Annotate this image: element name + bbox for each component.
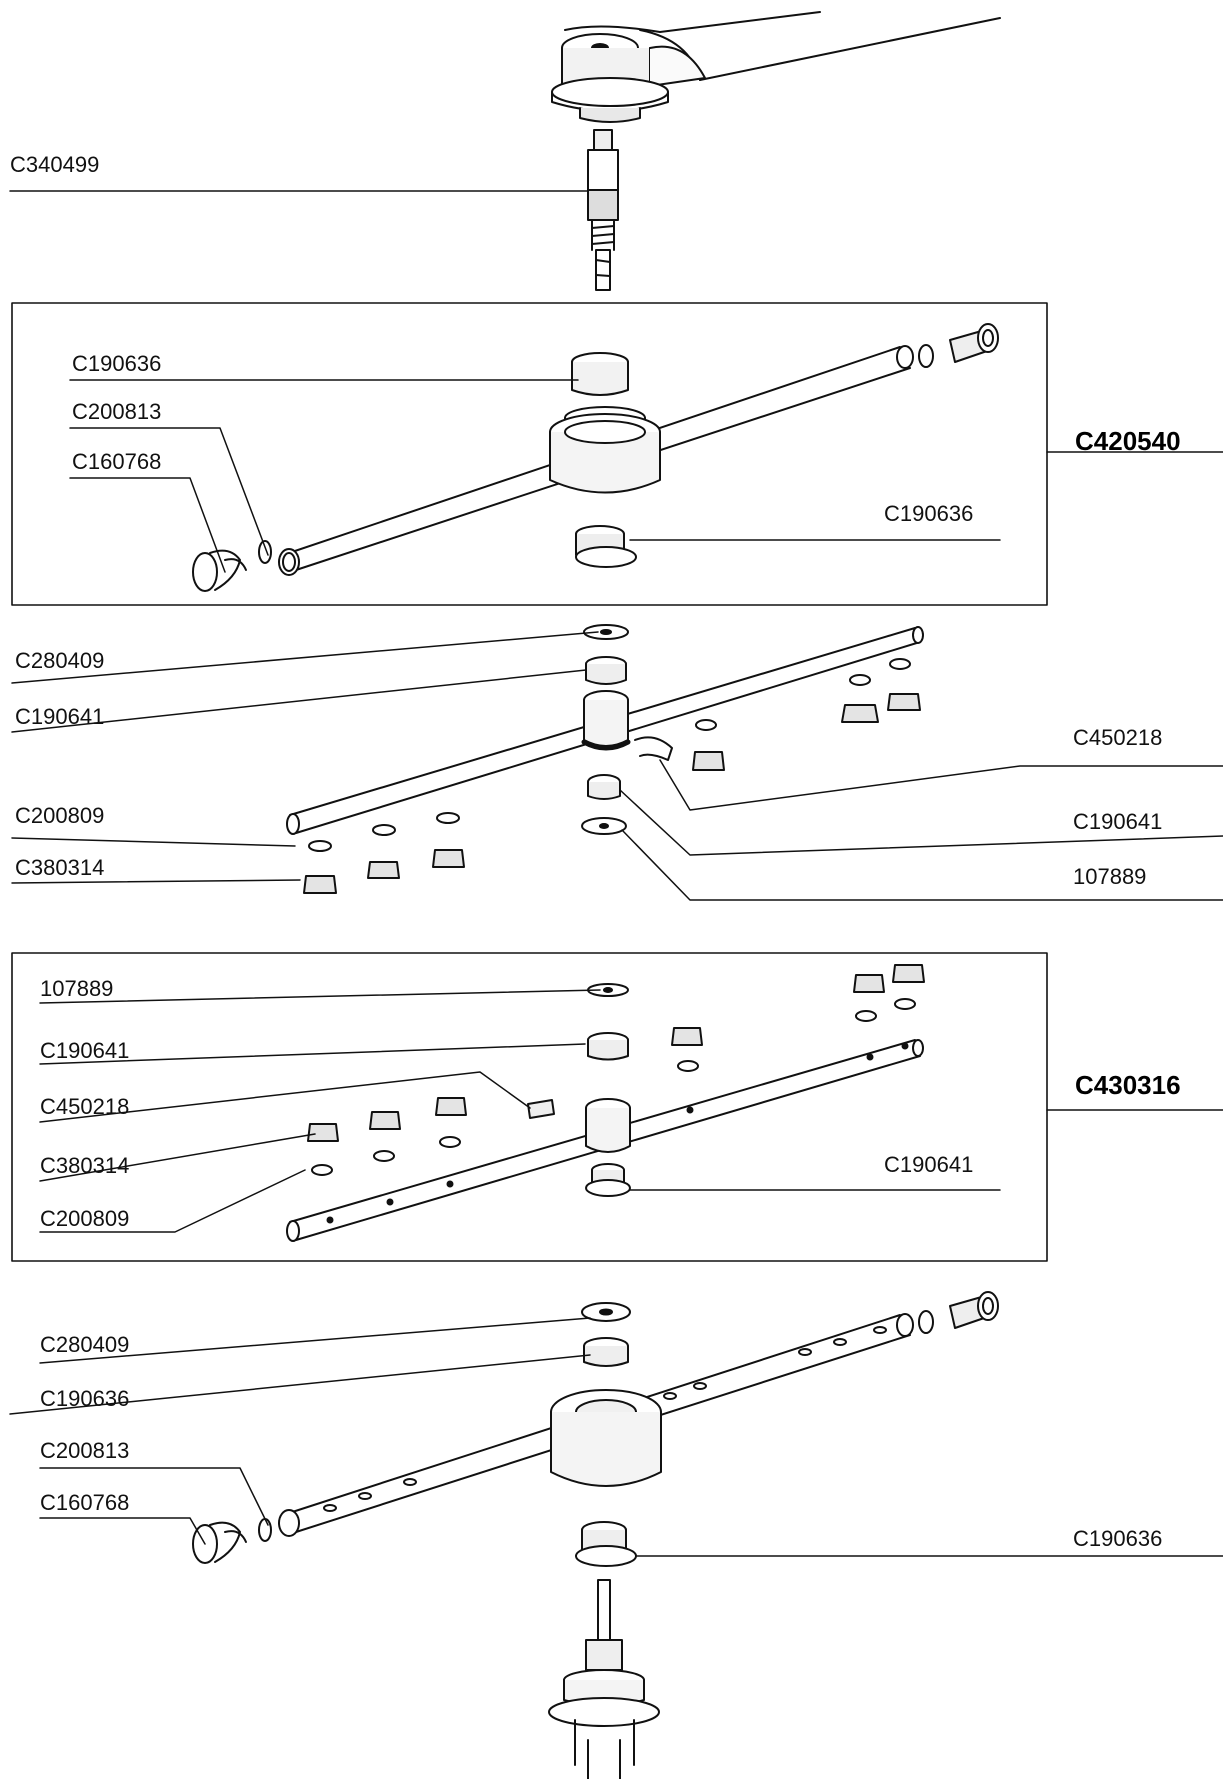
callout-c450218-box: C450218	[40, 1094, 130, 1119]
callout-c190641-middle-right: C190641	[1073, 809, 1163, 834]
clip-c450218-box	[527, 1099, 555, 1119]
callout-c200809-middle: C200809	[15, 803, 105, 828]
callout-c190641-box-left: C190641	[40, 1038, 130, 1063]
callout-c380314-middle: C380314	[15, 855, 105, 880]
callout-107889-box: 107889	[40, 976, 114, 1001]
leader-lines	[9, 190, 1223, 1557]
hub-lower-box	[585, 983, 631, 1197]
nozzles-middle	[303, 658, 921, 894]
assembly-label-c420540: C420540	[1075, 426, 1181, 456]
callout-c190641-box-right: C190641	[884, 1152, 974, 1177]
callout-c190636-upper-bottom: C190636	[884, 501, 974, 526]
assembly-box-c420540	[11, 302, 1048, 606]
hub-middle	[581, 624, 631, 835]
callout-c190636-upper-top: C190636	[72, 351, 162, 376]
callout-c450218-middle: C450218	[1073, 725, 1163, 750]
arm-hub-top	[551, 11, 1001, 123]
callout-c160768-upper: C160768	[72, 449, 162, 474]
callout-c280409-bottom: C280409	[40, 1332, 130, 1357]
callout-c190636-bottom-right: C190636	[1073, 1526, 1163, 1551]
callout-c200813-upper: C200813	[72, 399, 162, 424]
callout-107889-middle: 107889	[1073, 864, 1147, 889]
callout-c380314-box: C380314	[40, 1153, 130, 1178]
callout-c160768-bottom: C160768	[40, 1490, 130, 1515]
assembly-label-c430316: C430316	[1075, 1070, 1181, 1100]
spindle-part	[587, 129, 619, 291]
callout-c340499: C340499	[10, 152, 100, 177]
assembly-box-c430316	[11, 952, 1048, 1262]
end-plug-c160768-upper	[192, 549, 247, 592]
arm-tube-bottom	[258, 1291, 999, 1542]
callout-c190641-middle-left: C190641	[15, 704, 105, 729]
clip-c450218	[634, 736, 673, 761]
callout-c190636-bottom-left: C190636	[40, 1386, 130, 1411]
callout-c200813-bottom: C200813	[40, 1438, 130, 1463]
callout-c280409-middle: C280409	[15, 648, 105, 673]
callout-c200809-box: C200809	[40, 1206, 130, 1231]
end-plug-c160768-lower	[192, 1521, 247, 1564]
hub-c420540	[549, 352, 661, 568]
hub-bottom	[550, 1302, 662, 1567]
base-shaft-bottom	[548, 1579, 660, 1779]
